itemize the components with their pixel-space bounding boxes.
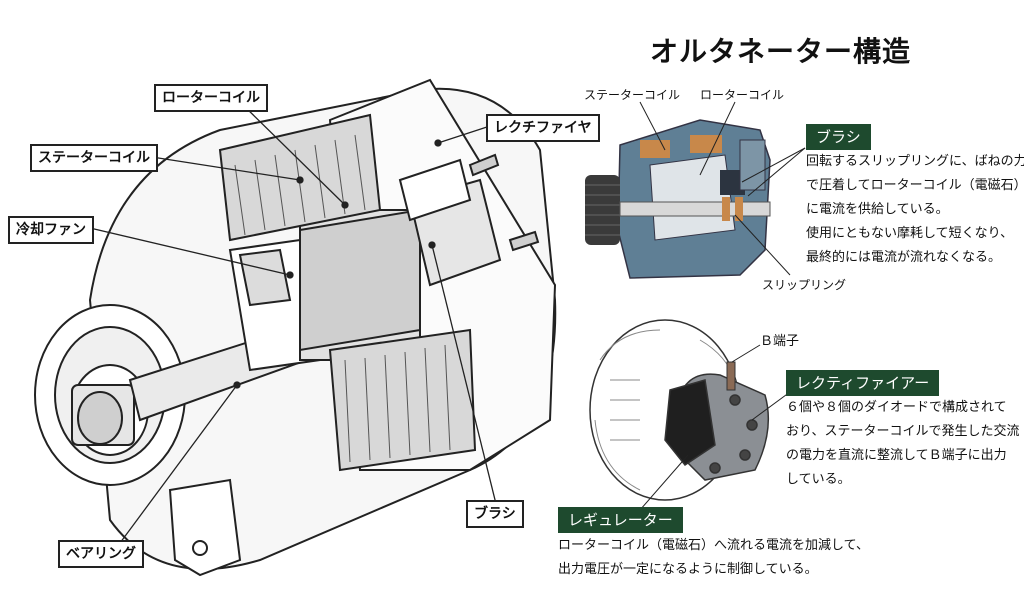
label-brush: ブラシ [466,500,524,528]
leader-lines [89,101,499,544]
regulator-description: ローターコイル（電磁石）へ流れる電流を加減して、 出力電圧が一定になるように制御… [558,534,869,582]
rectifier-line: の電力を直流に整流してＢ端子に出力 [786,448,1007,463]
brush-description: 回転するスリップリングに、ばねの力 で圧着してローターコイル（電磁石） に電流を… [806,150,1024,270]
brush-line: に電流を供給している。 [806,202,949,217]
regulator-line: 出力電圧が一定になるように制御している。 [558,562,818,577]
label-rectifier: レクチファイヤ [486,114,600,142]
brush-inset-drawing [585,119,771,279]
inset-label-slip-ring: スリップリング [762,278,847,292]
inset-label-stator-coil: ステーターコイル [584,88,681,102]
label-bearing: ベアリング [58,540,144,568]
brush-line: 回転するスリップリングに、ばねの力 [806,154,1024,169]
regulator-heading: レギュレーター [558,507,683,533]
bottom-inset-leader-lines [639,344,791,511]
label-stator-coil: ステーターコイル [30,144,158,172]
rectifier-inset-drawing [589,319,770,501]
regulator-line: ローターコイル（電磁石）へ流れる電流を加減して、 [558,538,869,553]
inset-leader-lines [639,101,806,276]
inset-label-b-terminal: Ｂ端子 [760,334,800,349]
inset-label-rotor-coil: ローターコイル [700,88,785,102]
brush-heading: ブラシ [806,124,871,150]
rectifier-line: ６個や８個のダイオードで構成されて [786,400,1007,415]
brush-line: 使用にともない摩耗して短くなり、 [806,226,1014,241]
rectifier-line: している。 [786,472,851,487]
brush-line: 最終的には電流が流れなくなる。 [806,250,1002,265]
rectifier-heading: レクティファイアー [786,370,940,396]
page-title: オルタネーター構造 [650,35,912,68]
coil-hatching [234,134,451,463]
label-cooling-fan: 冷却ファン [8,216,94,244]
brush-line: で圧着してローターコイル（電磁石） [806,178,1024,193]
alternator-cutaway-drawing [34,78,557,577]
rectifier-line: おり、ステーターコイルで発生した交流 [786,424,1020,439]
label-rotor-coil: ローターコイル [154,84,268,112]
rectifier-description: ６個や８個のダイオードで構成されて おり、ステーターコイルで発生した交流 の電力… [786,396,1019,492]
